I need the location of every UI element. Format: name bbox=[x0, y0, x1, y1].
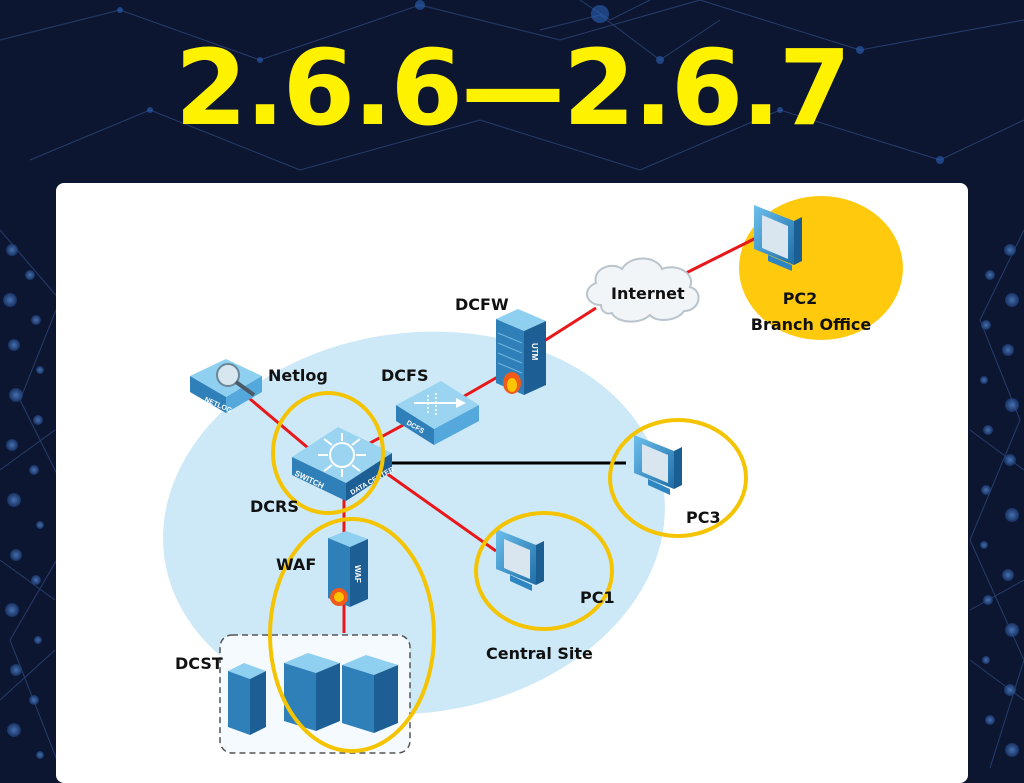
dcfs-label: DCFS bbox=[381, 366, 429, 385]
central-site-zone bbox=[163, 331, 665, 715]
waf-device-text: WAF bbox=[353, 565, 362, 583]
pc3-highlight-ring bbox=[608, 418, 748, 538]
slide-title: 2.6.6—2.6.7 bbox=[174, 27, 851, 149]
pc1-label: PC1 bbox=[580, 588, 615, 607]
dcfw-device-text: UTM bbox=[530, 343, 539, 361]
pc2-label: PC2 bbox=[782, 289, 818, 308]
cloud-icon bbox=[586, 257, 700, 323]
dcst-label: DCST bbox=[175, 654, 223, 673]
pc1-icon[interactable] bbox=[496, 529, 544, 591]
network-topology-diagram: NETLOG DCFS UTM bbox=[163, 196, 903, 754]
pc3-label: PC3 bbox=[686, 508, 721, 527]
waf-dcst-highlight-ring bbox=[268, 517, 436, 753]
pc3-icon[interactable] bbox=[634, 435, 682, 495]
branch-office-label: Branch Office bbox=[750, 315, 872, 334]
highlight-rings bbox=[268, 391, 748, 753]
firewall-switch-icon[interactable]: DCFS bbox=[396, 381, 479, 445]
pc1-highlight-ring bbox=[474, 511, 614, 631]
waf-label: WAF bbox=[276, 555, 317, 574]
waf-firewall-icon[interactable]: WAF bbox=[328, 531, 368, 607]
server-stack-icon[interactable] bbox=[228, 653, 398, 735]
link-internet-pc2 bbox=[685, 236, 757, 275]
central-site-label: Central Site bbox=[486, 644, 593, 663]
dcrs-highlight-ring bbox=[271, 391, 385, 515]
netlog-label: Netlog bbox=[268, 366, 328, 385]
link-dcfw-internet bbox=[540, 306, 597, 345]
utm-firewall-icon[interactable]: UTM bbox=[496, 309, 546, 395]
link-dcrs-pc1 bbox=[385, 471, 497, 553]
dcfw-label: DCFW bbox=[455, 295, 509, 314]
dcrs-label: DCRS bbox=[250, 497, 299, 516]
pc2-icon[interactable] bbox=[754, 205, 802, 271]
internet-label: Internet bbox=[611, 284, 685, 303]
